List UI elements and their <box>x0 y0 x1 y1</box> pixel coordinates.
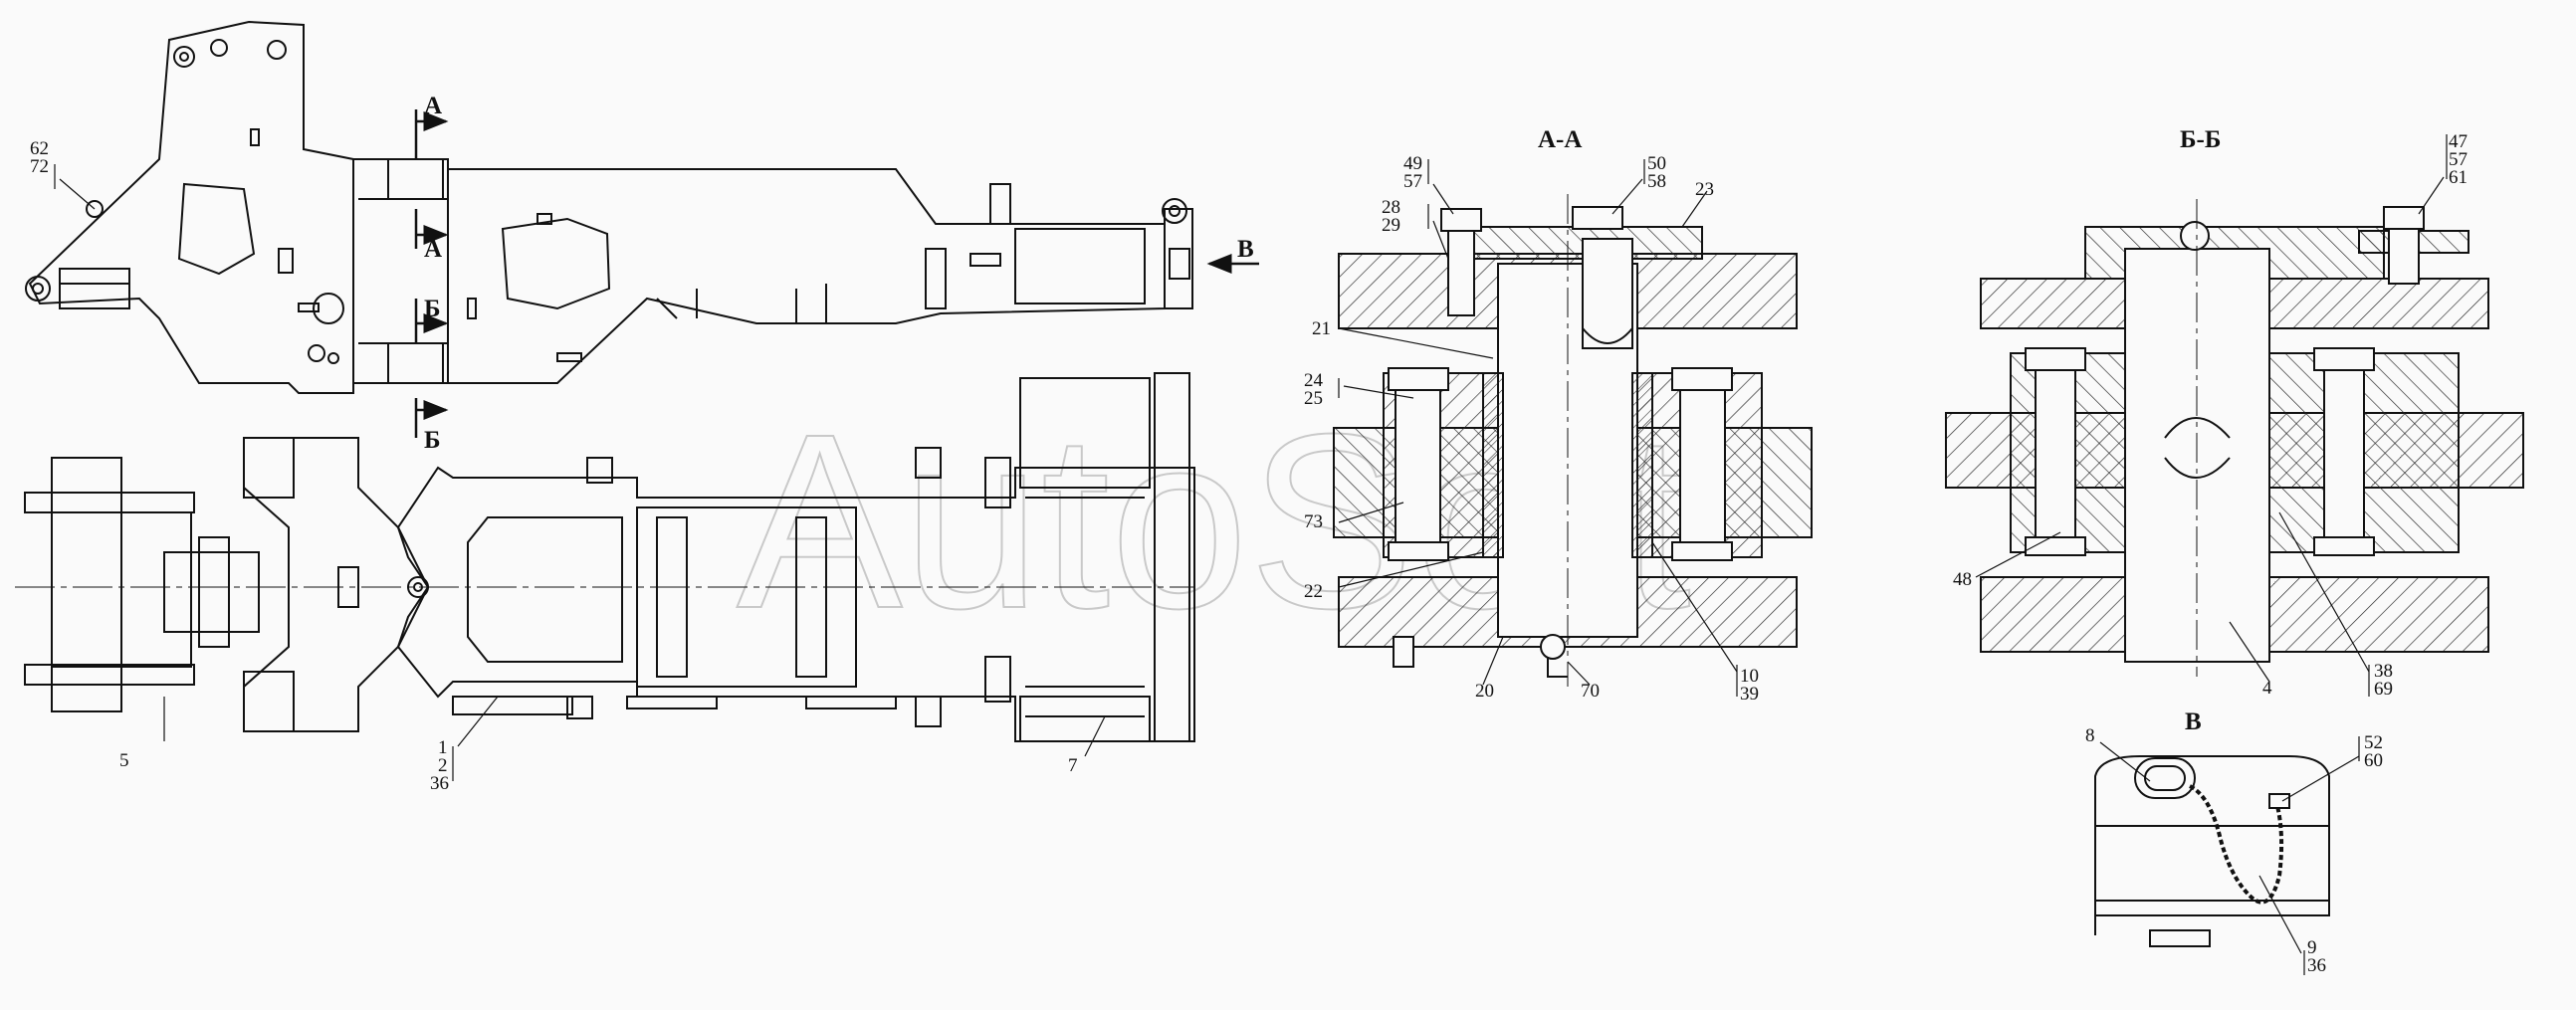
section-title-aa: А-А <box>1538 126 1582 153</box>
callout-23: 23 <box>1695 179 1714 200</box>
cut-label-b-bottom: Б <box>424 427 441 454</box>
callout-52: 52 <box>2364 732 2383 753</box>
callout-8: 8 <box>2085 725 2095 746</box>
callout-72: 72 <box>30 156 49 177</box>
callout-4: 4 <box>2262 678 2272 699</box>
callout-9: 9 <box>2307 937 2317 958</box>
callout-61: 61 <box>2449 167 2468 188</box>
plan-view-frame <box>15 372 1195 742</box>
cut-marker-b-bottom <box>414 398 449 438</box>
callout-57b: 57 <box>2449 149 2468 170</box>
callout-24: 24 <box>1304 370 1324 391</box>
callout-22: 22 <box>1304 581 1323 602</box>
section-bb-drawing <box>1945 199 2524 677</box>
callout-48: 48 <box>1953 569 1972 590</box>
callout-49: 49 <box>1403 153 1422 174</box>
callout-25: 25 <box>1304 388 1323 409</box>
callout-21: 21 <box>1312 318 1331 339</box>
cut-marker-b-top <box>414 299 449 343</box>
callout-5: 5 <box>119 750 129 771</box>
callout-20: 20 <box>1475 681 1494 702</box>
callout-70: 70 <box>1581 681 1600 702</box>
section-title-v: В <box>2185 708 2202 735</box>
callout-38: 38 <box>2374 661 2393 682</box>
detail-v-drawing <box>2094 755 2330 947</box>
callout-36: 36 <box>430 773 449 794</box>
cut-label-a-bottom: А <box>424 236 442 263</box>
section-aa-drawing <box>1333 194 1813 687</box>
side-view-frame <box>25 20 1193 394</box>
callout-36b: 36 <box>2307 955 2326 976</box>
callout-29: 29 <box>1382 215 1400 236</box>
cut-label-v: В <box>1237 236 1254 263</box>
cut-label-a-top: А <box>424 93 442 119</box>
callout-10: 10 <box>1740 666 1759 687</box>
callout-57a: 57 <box>1403 171 1422 192</box>
callout-58: 58 <box>1647 171 1666 192</box>
cut-label-b-top: Б <box>424 296 441 322</box>
callout-69: 69 <box>2374 679 2393 700</box>
callout-1: 1 <box>438 737 448 758</box>
callout-73: 73 <box>1304 511 1323 532</box>
callout-60: 60 <box>2364 750 2383 771</box>
callout-7: 7 <box>1068 755 1078 776</box>
section-title-bb: Б-Б <box>2180 126 2221 153</box>
callout-2: 2 <box>438 755 448 776</box>
cut-marker-a-top <box>414 109 449 159</box>
callout-62: 62 <box>30 138 49 159</box>
callout-47: 47 <box>2449 131 2468 152</box>
callout-50: 50 <box>1647 153 1666 174</box>
callout-28: 28 <box>1382 197 1400 218</box>
leader-lines <box>54 134 2448 975</box>
cut-marker-a-bottom <box>414 209 449 249</box>
callout-39: 39 <box>1740 684 1759 705</box>
